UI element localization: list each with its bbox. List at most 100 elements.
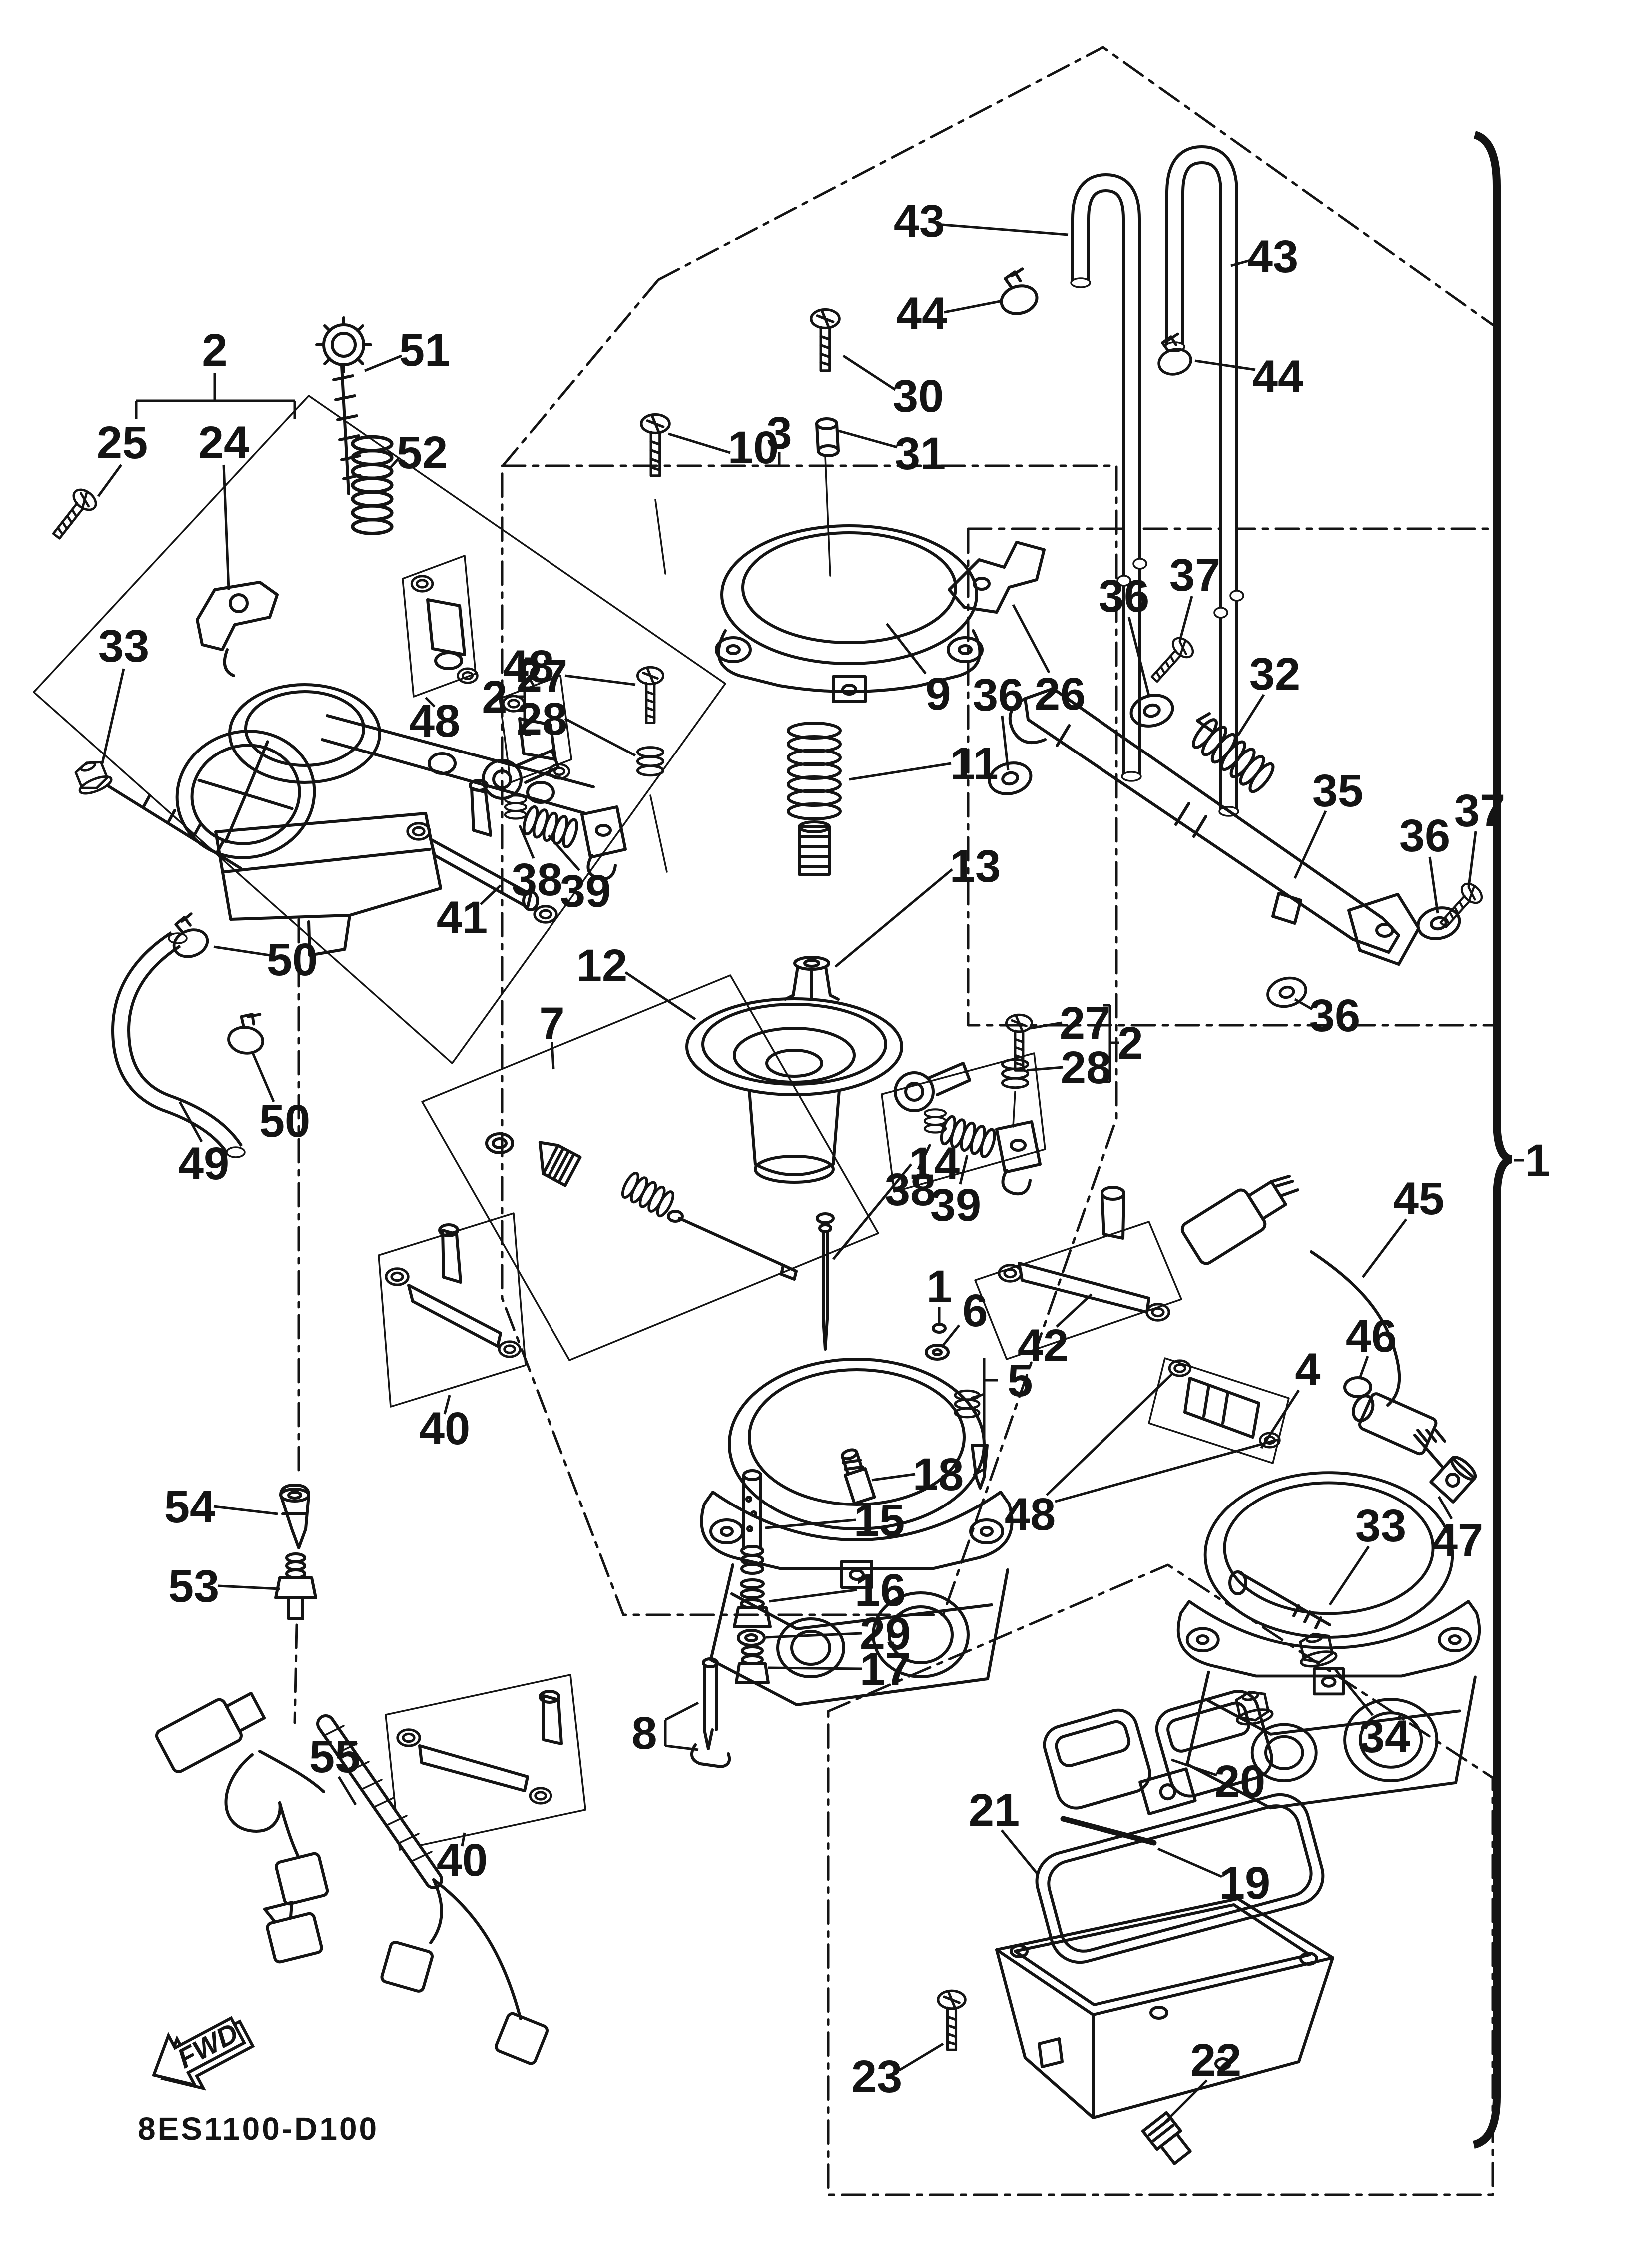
assembly-brace <box>1472 131 1513 2149</box>
callout-41: 41 <box>437 892 488 943</box>
spring-52 <box>353 437 392 533</box>
carb-left-cover-inner <box>244 690 365 767</box>
callout-7: 7 <box>539 998 564 1049</box>
group-box-48b <box>499 675 572 783</box>
diagram-code: 8ES1100-D100 <box>138 2111 379 2147</box>
screw-27 <box>637 667 663 723</box>
callout-24: 24 <box>198 417 249 468</box>
callout-40: 40 <box>437 1835 488 1886</box>
leader-line-27 <box>564 674 636 686</box>
callout-10: 10 <box>728 422 779 473</box>
leader-line-48 <box>425 697 436 708</box>
hose-hole <box>1116 575 1131 587</box>
callout-36: 36 <box>973 670 1024 721</box>
leader-line-48 <box>1046 1372 1174 1496</box>
spring-38 <box>505 795 526 818</box>
leader-line-41 <box>480 884 502 905</box>
top-left-parts <box>47 310 1046 870</box>
carb-left-cover <box>228 683 381 784</box>
leader-line-23 <box>898 2042 944 2072</box>
hose-49-inner <box>114 934 240 1154</box>
lever-24 <box>196 581 279 651</box>
lever-24-pin <box>223 648 235 677</box>
callout-48: 48 <box>409 696 460 747</box>
callout-31: 31 <box>895 428 946 479</box>
leader-line-45 <box>1362 1218 1407 1278</box>
vacuum-chamber-group <box>685 524 984 1351</box>
screw-30 <box>811 310 839 371</box>
bracket-35-group <box>986 634 1485 1010</box>
cover-9-ear <box>715 636 752 663</box>
hose-end <box>1070 277 1091 288</box>
plug-46 <box>1343 1376 1372 1398</box>
leader-line-19 <box>1157 1847 1223 1878</box>
callout-44: 44 <box>896 288 947 339</box>
spring-32-hook <box>1196 712 1213 732</box>
harness-sleeve-wrap <box>325 1725 433 1862</box>
screw-37 <box>1146 634 1196 687</box>
callout-51: 51 <box>399 325 450 376</box>
callout-8: 8 <box>631 1708 657 1759</box>
vent-hose-right <box>1165 145 1238 810</box>
carb-left-bellmouth <box>175 730 316 859</box>
hose-clamp-50 <box>227 1011 267 1055</box>
spring-seat-13 <box>784 956 840 1001</box>
leader-line-32 <box>1236 694 1265 737</box>
hose-clamp-44 <box>994 267 1040 318</box>
leader-line-24 <box>222 464 230 590</box>
hose-end <box>1121 771 1142 782</box>
callout-13: 13 <box>950 841 1001 892</box>
group-box-48c <box>1148 1357 1290 1464</box>
leader-line-44 <box>1194 359 1256 371</box>
leader-line-27 <box>1030 1021 1063 1030</box>
leader-line-50 <box>251 1051 275 1102</box>
harness-wire <box>429 1878 443 1944</box>
leader-line-25 <box>97 464 123 497</box>
fwd-label: FWD <box>172 2017 243 2074</box>
leader-line-28 <box>1026 1066 1064 1072</box>
drain-screw-22 <box>1141 2111 1192 2165</box>
pilot-screw-group-7 <box>487 1134 798 1281</box>
heater-group <box>274 1484 317 1620</box>
leader-line-33 <box>101 668 125 764</box>
callout-12: 12 <box>576 940 627 991</box>
tps-connector-45 <box>1180 1174 1299 1265</box>
carb-left-base <box>214 812 442 921</box>
leader-line-15 <box>765 1518 856 1529</box>
stud-33 <box>1228 1570 1331 1629</box>
heater-53 <box>274 1552 317 1620</box>
leader-line-14 <box>832 1163 912 1260</box>
group-box-48a <box>402 555 477 698</box>
harness-wire <box>432 1878 522 2020</box>
leader-line-43 <box>1230 259 1251 267</box>
vent-hose-left-inner <box>1074 176 1138 775</box>
leader-line-52 <box>390 457 400 468</box>
leader-line-51 <box>364 354 402 372</box>
bolt-33-shaft <box>106 784 242 870</box>
callout-55: 55 <box>309 1731 360 1782</box>
group-box-40b <box>385 1674 586 1851</box>
spring-39 <box>521 805 579 849</box>
callout-28: 28 <box>1061 1042 1111 1093</box>
callout-19: 19 <box>1219 1858 1270 1909</box>
leader-line-34 <box>1334 1668 1374 1716</box>
callout-26: 26 <box>1035 669 1086 720</box>
leader-line-40 <box>461 1832 466 1847</box>
leader-line-9 <box>886 623 927 675</box>
leader-line-29 <box>766 1632 862 1639</box>
leader-line-20 <box>1171 1758 1217 1777</box>
screw-47 <box>1413 1429 1477 1504</box>
callout-38: 38 <box>885 1164 936 1215</box>
spring-11 <box>787 722 842 876</box>
callout-36: 36 <box>1399 810 1450 861</box>
throttle-link-right <box>894 1015 1042 1196</box>
callout-48: 48 <box>503 641 554 692</box>
screw-51-knurl <box>315 316 372 373</box>
cover-9-inner <box>741 531 957 644</box>
callout-20: 20 <box>1214 1756 1265 1807</box>
hose-49-group <box>111 912 267 1158</box>
nut-34 <box>1232 1688 1273 1727</box>
cap-54 <box>279 1484 310 1549</box>
callout-3: 3 <box>766 408 792 459</box>
